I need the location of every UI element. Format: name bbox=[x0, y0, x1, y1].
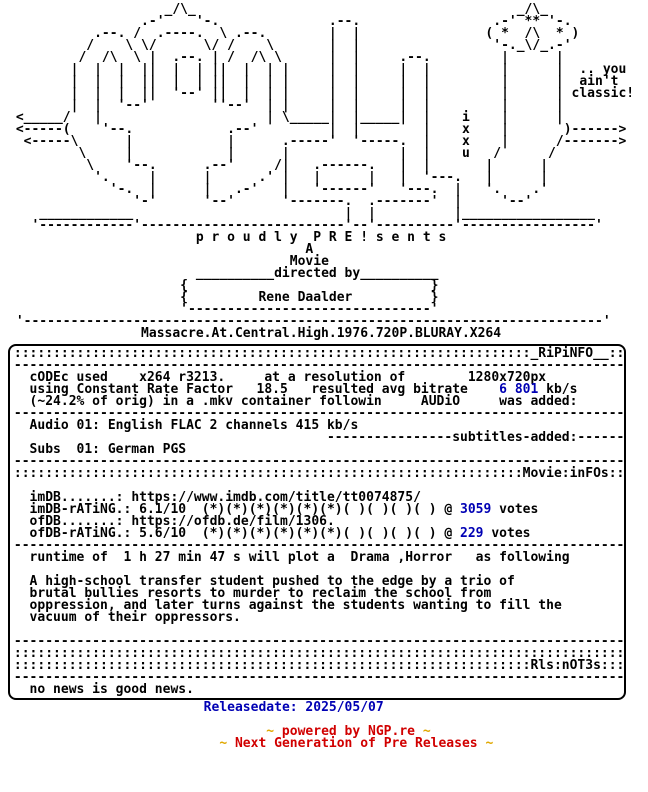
footer-credits: ~ powered by NGP.re ~ ~ Next Generation … bbox=[8, 714, 640, 750]
tilde-right: ~ bbox=[485, 736, 494, 751]
bitrate-value: 6 801 bbox=[499, 382, 539, 397]
powered-by-text: powered by NGP.re bbox=[274, 724, 423, 739]
ascii-logo: _/\_ _/\_ .-' '-. .--. .-' ** '-. .--. /… bbox=[15, 2, 635, 233]
ofdb-url: https://ofdb.de/film/1306. bbox=[131, 514, 335, 529]
release-date-text: Releasedate: 2025/05/07 bbox=[203, 700, 384, 715]
ofdb-votes-count: 229 bbox=[460, 526, 484, 541]
ripinfo-box: ::::::::::::::::::::::::::::::::::::::::… bbox=[8, 344, 627, 700]
tilde-right: ~ bbox=[422, 724, 431, 739]
nfo-document: _/\_ _/\_ .-' '-. .--. .-' ** '-. .--. /… bbox=[8, 2, 640, 750]
tilde-left: ~ bbox=[266, 724, 275, 739]
release-name: Massacre.At.Central.High.1976.720P.BLURA… bbox=[141, 326, 502, 341]
imdb-url: https://www.imdb.com/title/tt0074875/ bbox=[131, 490, 421, 505]
imdb-votes-count: 3059 bbox=[460, 502, 492, 517]
tilde-left: ~ bbox=[219, 736, 228, 751]
group-tagline-text: Next Generation of Pre Releases bbox=[227, 736, 486, 751]
presents-block: p r o u d l y P R E ! s e n t s A Movie … bbox=[15, 230, 611, 329]
ripinfo-content: ::::::::::::::::::::::::::::::::::::::::… bbox=[13, 346, 625, 697]
release-date-line: Releasedate: 2025/05/07 bbox=[8, 700, 640, 715]
